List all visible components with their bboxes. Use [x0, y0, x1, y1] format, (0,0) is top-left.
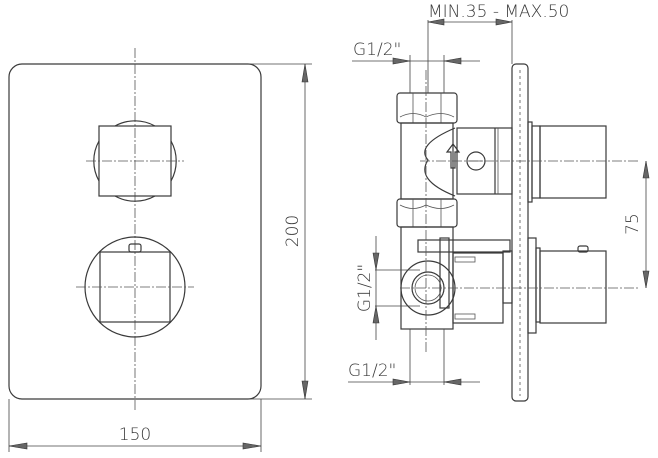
wall-plate	[511, 63, 529, 402]
flow-direction-icon	[445, 143, 461, 169]
width-label: 150	[119, 425, 151, 445]
front-view: 150 200	[8, 48, 312, 452]
height-label: 200	[283, 215, 303, 247]
diverter-handle	[86, 120, 184, 202]
dimension-top-inlet: G1/2"	[352, 40, 480, 93]
side-view: MIN.35 - MAX.50 G1/2" G1/2" G	[348, 2, 650, 402]
top-inlet-label: G1/2"	[353, 40, 401, 60]
dimension-depth: MIN.35 - MAX.50	[427, 2, 569, 93]
thermostat-knob	[76, 236, 194, 338]
side-thermostat-knob	[527, 237, 607, 334]
dimension-side-inlet: G1/2"	[355, 236, 420, 340]
dimension-height: 200	[248, 63, 312, 400]
side-inlet-label: G1/2"	[355, 264, 375, 312]
spacing-label: 75	[623, 213, 643, 235]
dimension-spacing: 75	[623, 160, 650, 289]
depth-label: MIN.35 - MAX.50	[428, 2, 569, 22]
dimension-width: 150	[8, 399, 262, 452]
valve-body	[396, 92, 513, 330]
bottom-outlet-label: G1/2"	[348, 361, 396, 381]
dimension-bottom-outlet: G1/2"	[348, 329, 480, 386]
side-diverter-handle	[527, 121, 607, 203]
